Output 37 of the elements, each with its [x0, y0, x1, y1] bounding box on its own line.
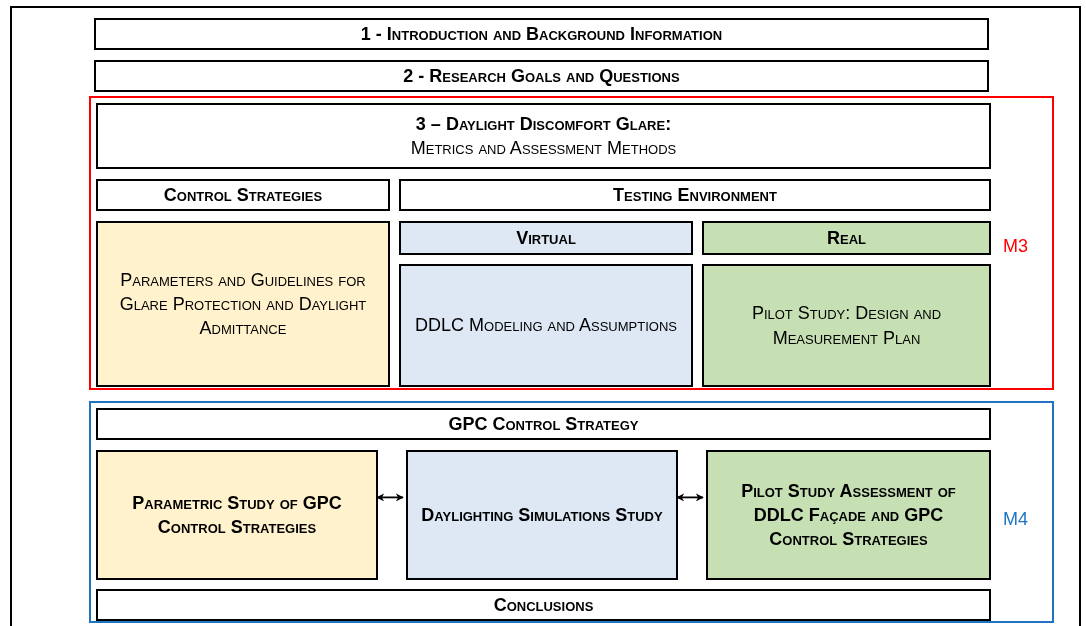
- module-label: M3: [1003, 235, 1028, 258]
- box-title: Control Strategies: [163, 183, 323, 207]
- double-arrow: [676, 493, 704, 502]
- module-label: M4: [1003, 508, 1028, 531]
- box-title: GPC Control Strategy: [448, 412, 639, 436]
- section-box: [96, 589, 991, 621]
- module-frame: [89, 401, 1054, 623]
- box-title: Testing Environment: [613, 183, 777, 207]
- section-box: [96, 408, 991, 440]
- content-box: [399, 264, 693, 387]
- content-box: [96, 221, 390, 387]
- box-title: 1 - Introduction and Background Information: [360, 22, 723, 46]
- content-box: [702, 264, 991, 387]
- box-title: 2 - Research Goals and Questions: [403, 64, 680, 88]
- section-box: [94, 18, 989, 50]
- module-frame: [89, 96, 1054, 390]
- box-title: 3 – Daylight Discomfort Glare:: [415, 112, 672, 136]
- box-title: Parameters and Guidelines for Glare Protection and Daylight Admittance: [118, 268, 368, 341]
- box-title: Conclusions: [493, 593, 594, 617]
- content-box: [406, 450, 678, 580]
- content-box: [706, 450, 991, 580]
- section-box: [96, 179, 390, 211]
- content-box: [702, 221, 991, 255]
- content-box: [96, 450, 378, 580]
- box-title: Pilot Study: Design and Measurement Plan: [750, 302, 943, 350]
- box-title: Real: [827, 226, 866, 250]
- box-title: DDLC Modeling and Assumptions: [415, 314, 677, 338]
- box-subtitle: Metrics and Assessment Methods: [410, 137, 677, 160]
- section-box: [94, 60, 989, 92]
- box-title: Virtual: [516, 226, 576, 250]
- section-box: [399, 179, 991, 211]
- box-title: Parametric Study of GPC Control Strategies: [131, 491, 343, 539]
- section-box: [96, 103, 991, 169]
- box-title: Daylighting Simulations Study: [421, 503, 663, 527]
- content-box: [399, 221, 693, 255]
- box-title: Pilot Study Assessment of DDLC Façade and GPC Control Strategies: [740, 479, 957, 552]
- double-arrow: [376, 493, 404, 502]
